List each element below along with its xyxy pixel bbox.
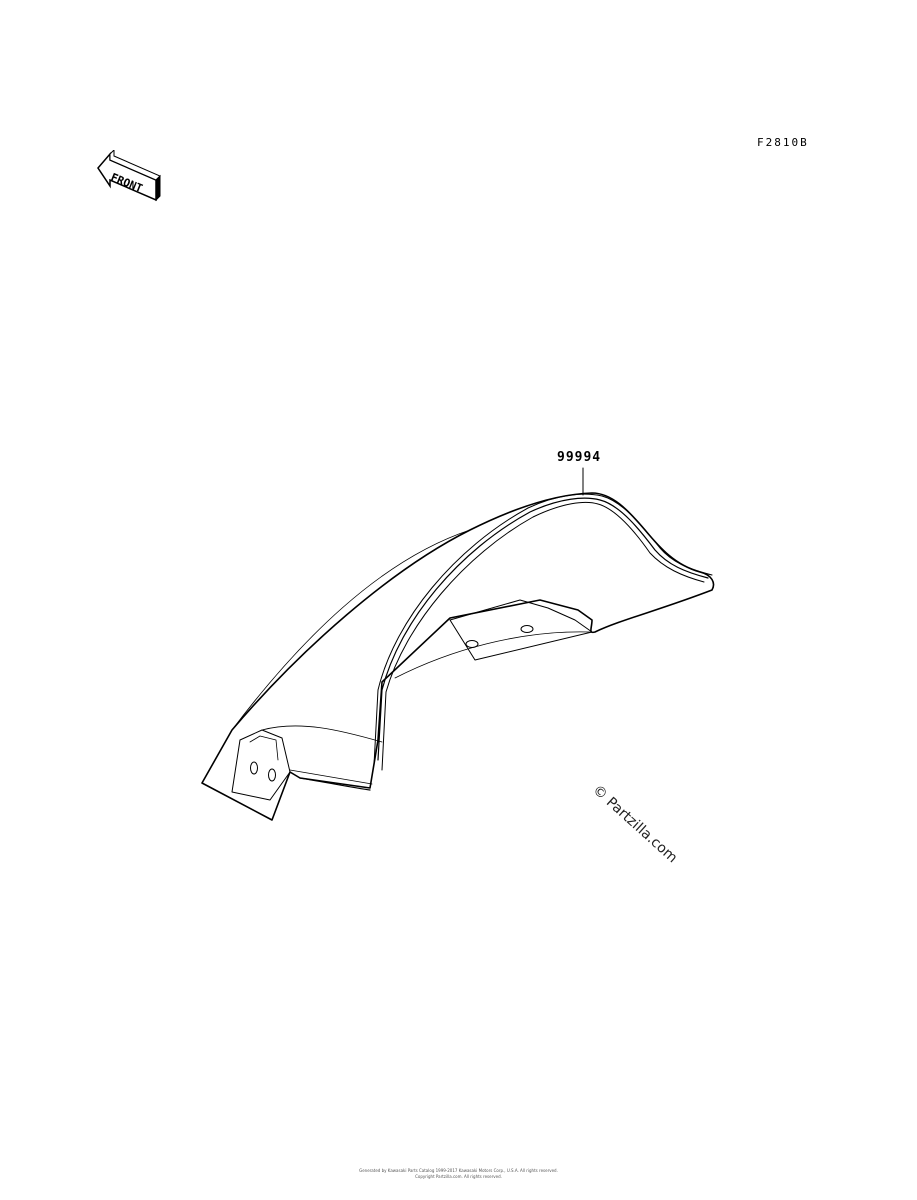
- windshield-inner-rim-3: [381, 501, 705, 771]
- left-mount-slot: [249, 735, 279, 761]
- footer-line-2: Copyright Partzilla.com. All rights rese…: [415, 1174, 502, 1179]
- left-mount-tab: [231, 729, 291, 801]
- left-mount-hole-1: [250, 761, 258, 775]
- windshield-bottom-edge-2: [289, 769, 373, 785]
- footer-line-1: Generated by Kawasaki Parts Catalog 1999…: [359, 1168, 558, 1173]
- windshield-inner-rim: [377, 497, 709, 761]
- windshield-surface-line: [231, 529, 471, 731]
- windshield-inner-rim-2: [373, 493, 713, 766]
- left-upper-edge: [261, 725, 383, 743]
- part-label-99994: 99994: [557, 450, 602, 465]
- right-mount-tab-edge: [394, 631, 591, 679]
- right-mount-tab: [449, 599, 593, 661]
- windshield-bottom-edge: [299, 777, 371, 791]
- windshield-outline: [201, 492, 715, 821]
- left-mount-hole-2: [268, 768, 276, 782]
- drawing-code: F2810B: [757, 136, 809, 149]
- right-mount-hole-2: [520, 625, 534, 633]
- front-arrow-icon: FRONT: [97, 150, 161, 202]
- right-mount-hole-1: [465, 640, 479, 648]
